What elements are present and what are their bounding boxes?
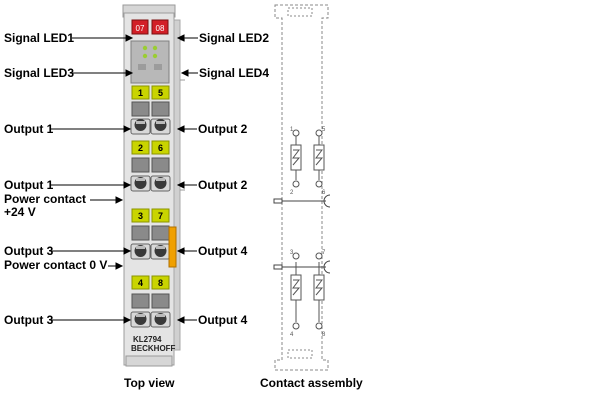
orange-marker-strip <box>168 226 177 268</box>
caption-contact-assembly: Contact assembly <box>260 376 363 390</box>
label-output4-top: Output 4 <box>198 244 248 258</box>
led-window <box>130 40 170 84</box>
led-label-08: 08 <box>156 24 165 33</box>
left-leader-lines <box>50 34 134 324</box>
contact-assembly-drawing <box>273 4 331 371</box>
slot-label-7: 7 <box>158 211 163 221</box>
pin-number-3: 3 <box>290 250 294 256</box>
signal-led1-icon <box>131 19 149 35</box>
pin-number-4: 4 <box>290 332 294 338</box>
label-output2-bottom: Output 2 <box>198 178 248 192</box>
signal-led2-icon <box>151 19 169 35</box>
label-output3-bottom: Output 3 <box>4 313 54 327</box>
caption-top-view: Top view <box>124 376 175 390</box>
slot-label-8: 8 <box>158 278 163 288</box>
led-label-07: 07 <box>136 24 145 33</box>
pin-number-2: 2 <box>290 190 294 196</box>
pin-number-7: 7 <box>322 250 326 256</box>
label-signal-led2: Signal LED2 <box>199 31 270 45</box>
label-output1-bottom: Output 1 <box>4 178 54 192</box>
label-output2-top: Output 2 <box>198 122 248 136</box>
model-number: KL2794 <box>133 335 162 344</box>
slot-label-2: 2 <box>138 143 143 153</box>
label-signal-led1: Signal LED1 <box>4 31 75 45</box>
pin-number-6: 6 <box>322 190 326 196</box>
label-power-contact-0v: Power contact 0 V <box>4 258 108 272</box>
label-output4-bottom: Output 4 <box>198 313 248 327</box>
pin-number-1: 1 <box>290 127 294 133</box>
slot-label-5: 5 <box>158 88 163 98</box>
slot-label-3: 3 <box>138 211 143 221</box>
slot-label-1: 1 <box>138 88 143 98</box>
label-power-contact-24v-line2: +24 V <box>4 205 36 219</box>
slot-label-6: 6 <box>158 143 163 153</box>
label-signal-led3: Signal LED3 <box>4 66 75 80</box>
label-output1-top: Output 1 <box>4 122 54 136</box>
terminal-block: 07 08 1 5 2 6 <box>122 4 185 367</box>
pin-number-5: 5 <box>322 127 326 133</box>
pin-number-8: 8 <box>322 332 326 338</box>
brand-logo-text: BECKHOFF <box>131 344 176 353</box>
right-leader-lines <box>176 34 198 324</box>
slot-label-4: 4 <box>138 278 143 288</box>
label-signal-led4: Signal LED4 <box>199 66 270 80</box>
label-power-contact-24v-line1: Power contact <box>4 192 87 206</box>
label-output3-top: Output 3 <box>4 244 54 258</box>
